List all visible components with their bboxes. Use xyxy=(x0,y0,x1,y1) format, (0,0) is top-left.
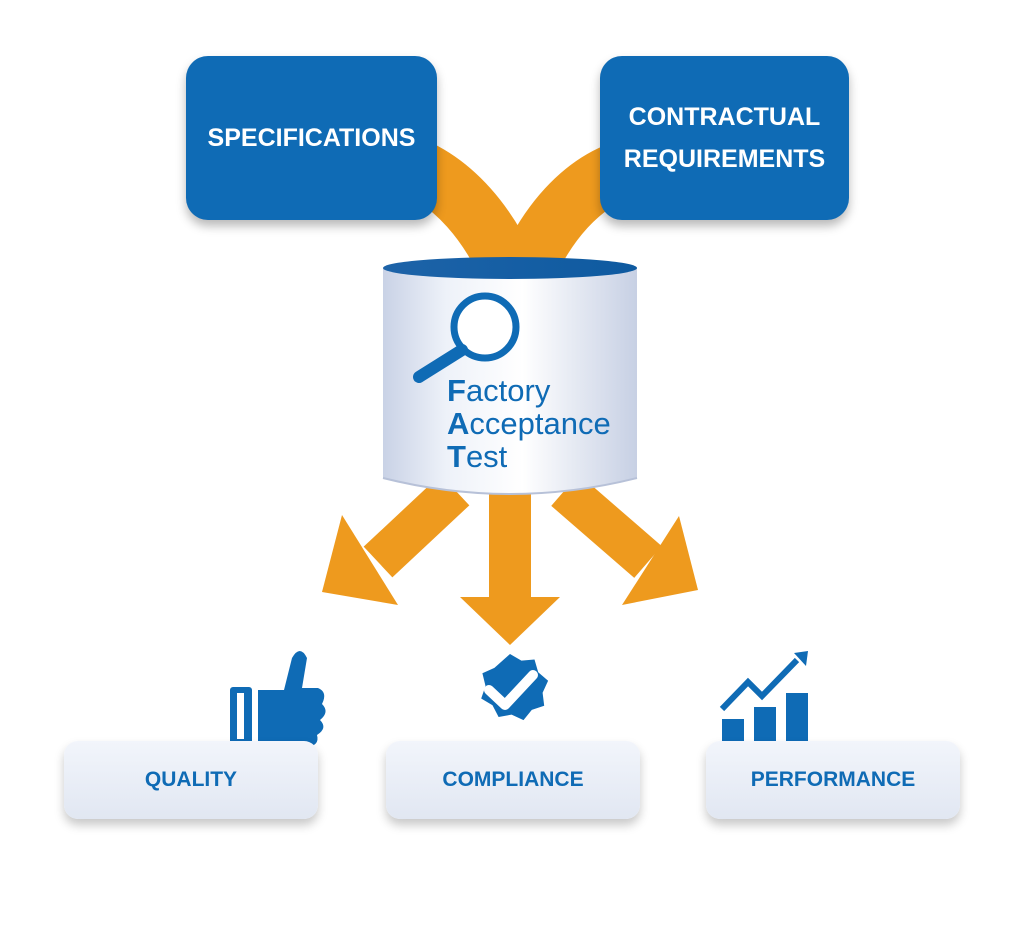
performance-box: PERFORMANCE xyxy=(706,741,960,819)
cylinder xyxy=(382,257,638,495)
contractual-line-2: REQUIREMENTS xyxy=(623,145,826,173)
compliance-box: COMPLIANCE xyxy=(386,741,640,819)
outgoing-arrow-center xyxy=(460,480,560,645)
outgoing-arrow-left xyxy=(322,474,470,605)
compliance-label: COMPLIANCE xyxy=(442,768,584,791)
fat-line-factory: Factory xyxy=(447,373,551,408)
fat-line-acceptance: Acceptance xyxy=(447,406,611,441)
fat-line-test: Test xyxy=(447,439,508,474)
specifications-box: SPECIFICATIONS xyxy=(186,56,437,220)
thumbs-up-icon xyxy=(230,651,326,747)
performance-label: PERFORMANCE xyxy=(750,768,916,791)
specifications-label: SPECIFICATIONS xyxy=(207,124,416,152)
outgoing-arrow-right xyxy=(551,474,698,605)
verified-badge-icon xyxy=(481,654,549,721)
fat-title: Factory Acceptance Test xyxy=(447,374,611,473)
growth-chart-icon xyxy=(719,651,808,743)
contractual-line-1: CONTRACTUAL xyxy=(628,103,821,131)
magnifier-icon xyxy=(413,292,520,383)
contractual-requirements-label: CONTRACTUAL REQUIREMENTS xyxy=(624,96,825,180)
contractual-requirements-box: CONTRACTUAL REQUIREMENTS xyxy=(600,56,849,220)
quality-box: QUALITY xyxy=(64,741,318,819)
quality-label: QUALITY xyxy=(144,768,238,791)
